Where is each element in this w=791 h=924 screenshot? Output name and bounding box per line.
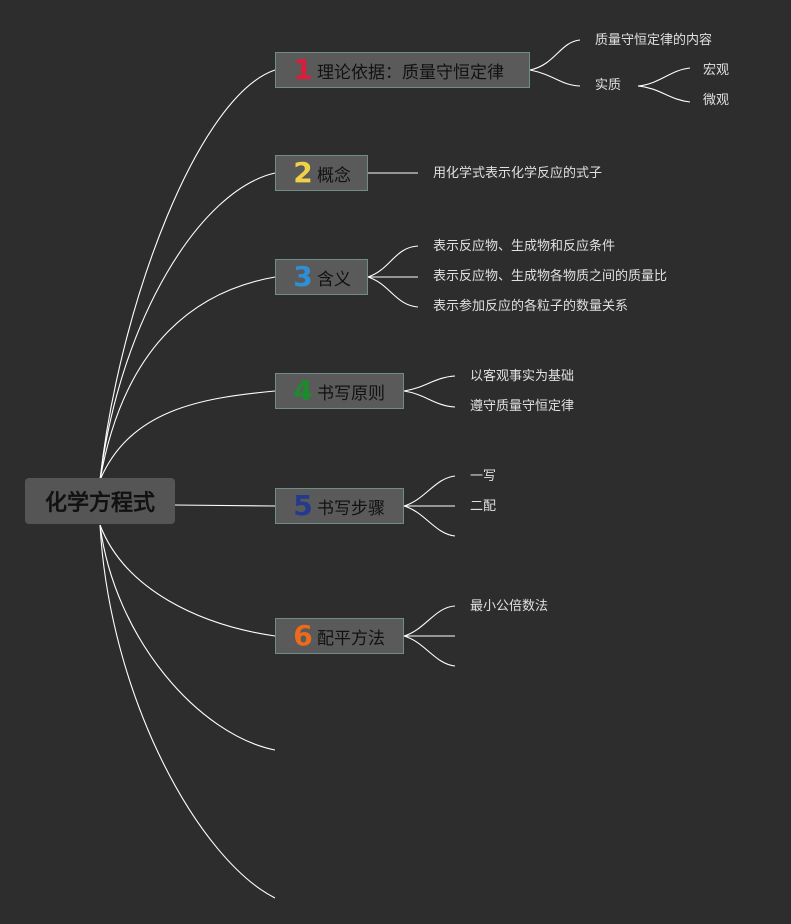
topic-writing-steps[interactable]: 5 书写步骤 [275,488,404,524]
topic-label: 概念 [317,165,351,186]
topic-label: 理论依据：质量守恒定律 [317,62,504,83]
leaf-concept-definition[interactable]: 用化学式表示化学反应的式子 [433,166,603,181]
number-marker: 1 [293,53,313,86]
leaf-step-2[interactable]: 二配 [470,499,497,514]
root-topic-label: 化学方程式 [44,491,155,516]
topic-label: 含义 [317,269,351,290]
leaf-meaning-3[interactable]: 表示参加反应的各粒子的数量关系 [433,299,629,314]
leaf-meaning-1[interactable]: 表示反应物、生成物和反应条件 [433,239,616,254]
topic-label: 书写步骤 [317,498,385,519]
topic-concept[interactable]: 2 概念 [275,155,368,191]
number-marker: 6 [293,619,313,652]
number-marker: 3 [293,260,313,293]
leaf-meaning-2[interactable]: 表示反应物、生成物各物质之间的质量比 [433,269,668,284]
topic-writing-principles[interactable]: 4 书写原则 [275,373,404,409]
leaf-essence[interactable]: 实质 [595,78,622,93]
topic-label: 书写原则 [317,383,385,404]
topic-balancing-methods[interactable]: 6 配平方法 [275,618,404,654]
leaf-conservation-content[interactable]: 质量守恒定律的内容 [595,33,713,48]
leaf-principle-2[interactable]: 遵守质量守恒定律 [470,399,575,414]
leaf-method-1[interactable]: 最小公倍数法 [470,599,549,614]
leaf-macro[interactable]: 宏观 [703,63,730,78]
number-marker: 5 [293,489,313,522]
leaf-step-1[interactable]: 一写 [470,469,497,484]
number-marker: 4 [293,374,313,407]
topic-label: 配平方法 [317,628,385,649]
number-marker: 2 [293,156,313,189]
topic-theory-basis[interactable]: 1 理论依据：质量守恒定律 [275,52,530,88]
leaf-micro[interactable]: 微观 [703,93,730,108]
root-topic[interactable]: 化学方程式 [25,478,175,524]
topic-meaning[interactable]: 3 含义 [275,259,368,295]
leaf-principle-1[interactable]: 以客观事实为基础 [470,369,575,384]
